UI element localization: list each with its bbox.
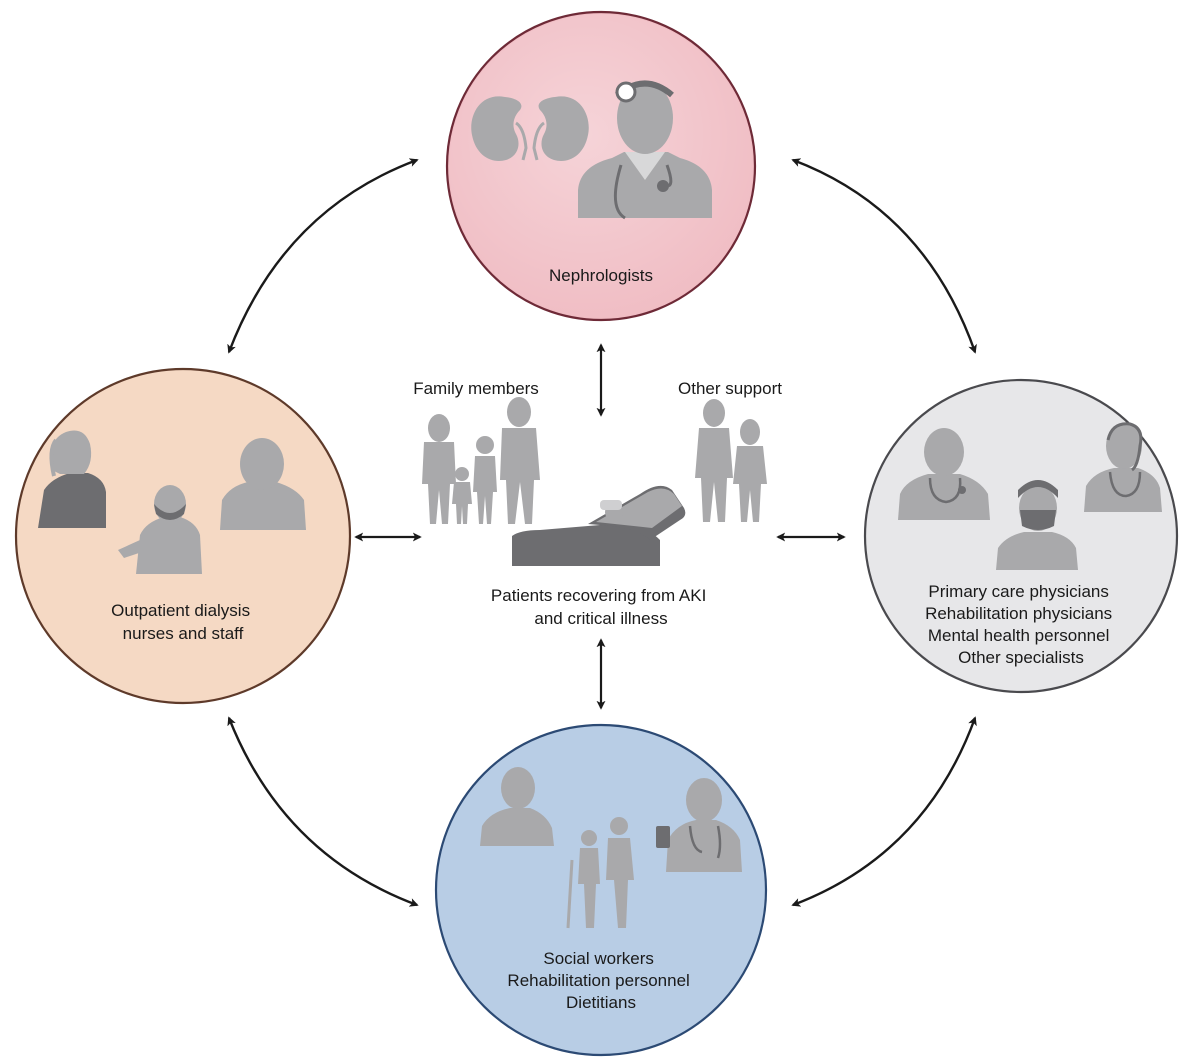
label-line: Dietitians	[566, 993, 636, 1012]
node-label: Social workers Rehabilitation personnel …	[507, 949, 694, 1012]
inner-connectors	[354, 343, 846, 710]
nurse-woman-icon	[38, 430, 106, 528]
doctor-woman-stethoscope-icon	[1084, 422, 1162, 512]
label-line: Primary care physicians	[928, 582, 1108, 601]
patient-bed-icon	[512, 485, 686, 566]
patient-label: Patients recovering from AKI and critica…	[491, 586, 711, 628]
node-label: Outpatient dialysis nurses and staff	[111, 601, 255, 643]
node-dialysis: Outpatient dialysis nurses and staff	[14, 367, 352, 705]
label-line: Nephrologists	[549, 266, 653, 285]
arrow-dialysis-social	[227, 716, 419, 907]
arrow-nephrologists-physicians	[791, 158, 977, 354]
arrow-nephrologists-dialysis	[227, 158, 419, 354]
outer-connectors	[227, 158, 977, 907]
label-line: Other specialists	[958, 648, 1084, 667]
label-line: Rehabilitation physicians	[925, 604, 1112, 623]
kidneys-icon	[471, 96, 589, 161]
node-physicians: Primary care physicians Rehabilitation p…	[863, 378, 1179, 694]
label-line: Rehabilitation personnel	[507, 971, 689, 990]
node-nephrologists: Nephrologists	[445, 10, 757, 322]
label-line: Mental health personnel	[928, 626, 1109, 645]
social-worker-icon	[480, 767, 554, 846]
label-line: Outpatient dialysis	[111, 601, 250, 620]
support-couple-icon	[695, 399, 767, 522]
node-label: Primary care physicians Rehabilitation p…	[925, 582, 1117, 667]
label-line: nurses and staff	[123, 624, 244, 643]
arrow-physicians-social	[791, 716, 977, 907]
staff-man-icon	[220, 438, 306, 530]
node-social: Social workers Rehabilitation personnel …	[434, 723, 768, 1057]
other-support-label: Other support	[678, 379, 782, 398]
family-silhouettes-icon	[422, 397, 540, 524]
doctor-stethoscope-icon	[898, 428, 990, 520]
clinician-phone-icon	[656, 778, 742, 872]
doctor-head-mirror-icon	[578, 80, 712, 220]
center-patient-group: Family members Other support	[413, 379, 782, 628]
label-line: Patients recovering from AKI	[491, 586, 706, 605]
node-label: Nephrologists	[549, 266, 653, 285]
elderly-couple-walking-icon	[566, 817, 634, 929]
surgeon-mask-icon	[996, 480, 1078, 570]
label-line: Social workers	[543, 949, 654, 968]
label-line: and critical illness	[534, 609, 667, 628]
masked-clinician-icon	[118, 485, 202, 574]
family-members-label: Family members	[413, 379, 539, 398]
